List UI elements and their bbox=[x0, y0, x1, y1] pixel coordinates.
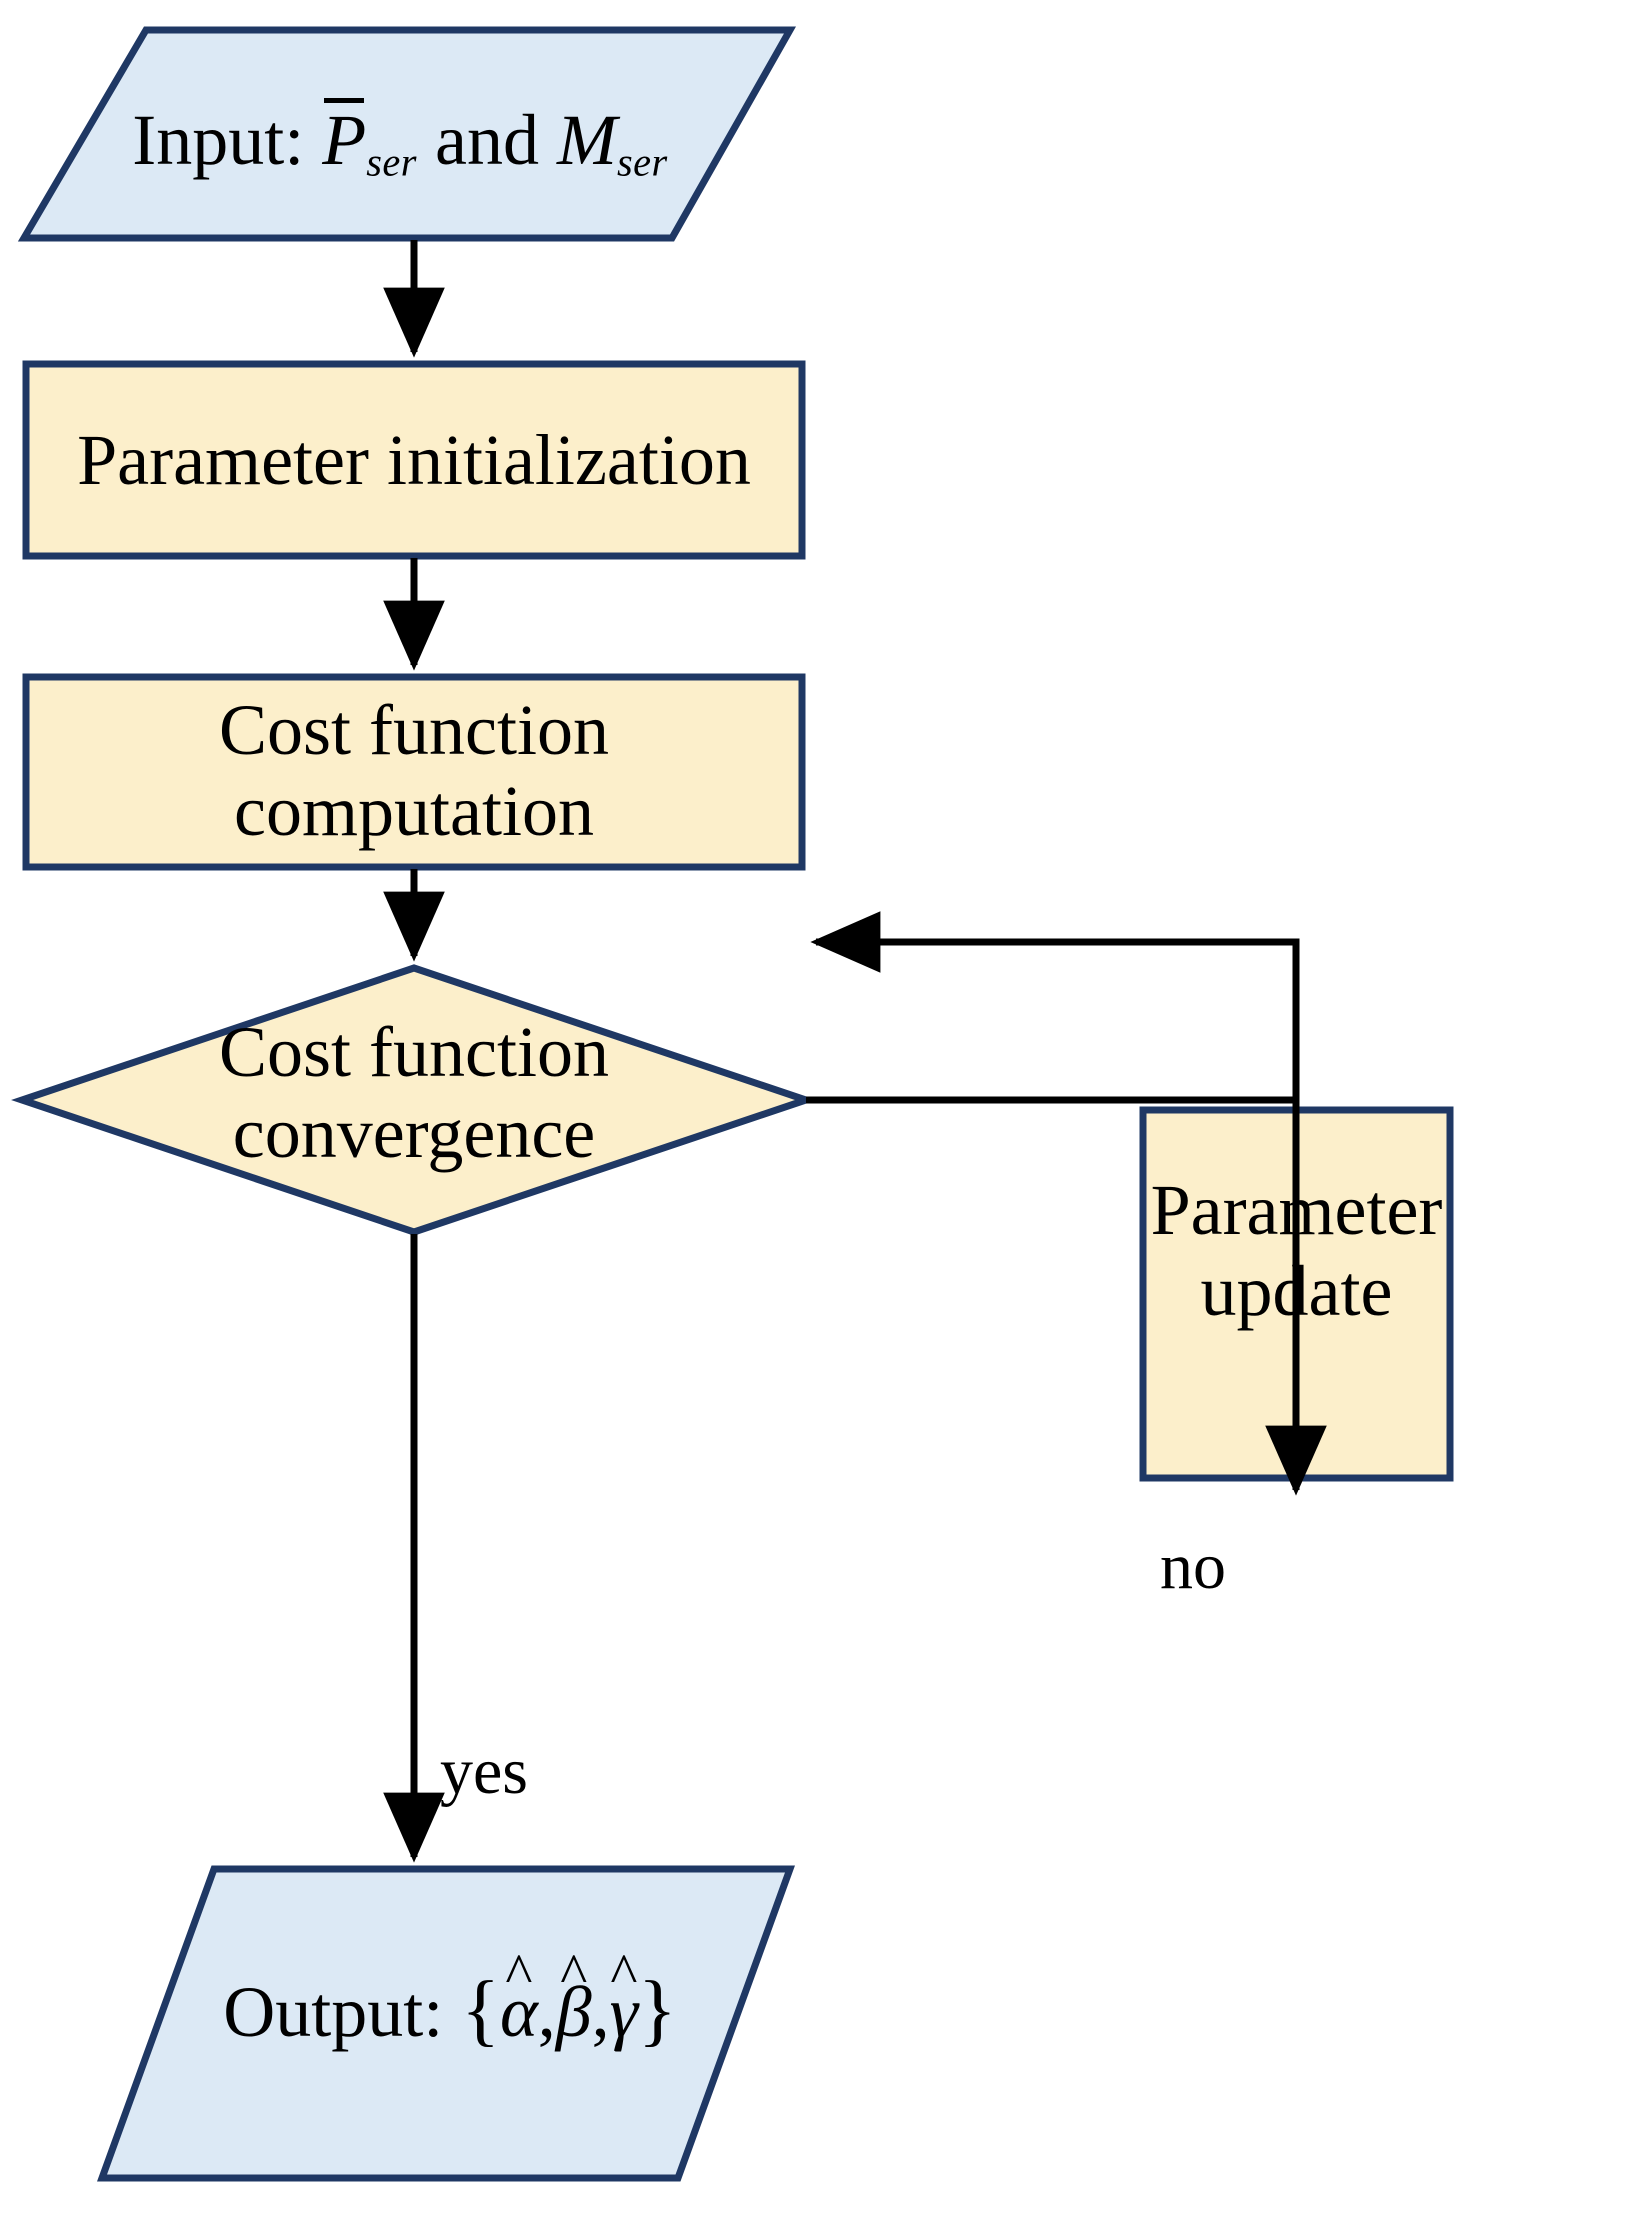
node-input-shape[interactable] bbox=[17, 26, 797, 242]
input-symbol-m: M bbox=[556, 100, 617, 180]
node-output-label: Output: {^α,^β,^γ} bbox=[100, 1942, 800, 2055]
output-symbol-beta: ^β bbox=[555, 1942, 592, 2052]
node-input-label: Input: Pser and Mser bbox=[0, 97, 800, 185]
init-line-1: Parameter initialization bbox=[77, 420, 751, 500]
hat-accent-alpha: ^ bbox=[505, 1942, 533, 2006]
node-output-shape[interactable] bbox=[97, 1865, 795, 2182]
input-symbol-p-bar: P bbox=[322, 97, 366, 181]
set-close-brace: } bbox=[638, 1965, 677, 2054]
edge-label-no: no bbox=[1160, 1530, 1226, 1603]
overbar-accent bbox=[323, 97, 364, 104]
node-cost-label: Cost function computation bbox=[26, 690, 802, 851]
update-line-2: update bbox=[1200, 1250, 1393, 1331]
set-open-brace: { bbox=[461, 1965, 500, 2054]
node-init-shape[interactable] bbox=[22, 360, 806, 560]
node-cost-shape[interactable] bbox=[22, 673, 806, 871]
node-update-label: Parameter update bbox=[1133, 1170, 1460, 1331]
node-converge-label: Cost function convergence bbox=[22, 1012, 806, 1173]
edge-update-to-cost bbox=[810, 911, 1300, 1108]
hat-accent-beta: ^ bbox=[560, 1942, 588, 2006]
output-symbol-alpha: ^α bbox=[499, 1942, 538, 2052]
cost-line-1: Cost function bbox=[219, 690, 609, 770]
input-prefix: Input: bbox=[132, 100, 305, 180]
update-line-1: Parameter bbox=[1150, 1170, 1443, 1250]
input-conjunction: and bbox=[435, 100, 539, 180]
converge-line-1: Cost function bbox=[219, 1012, 609, 1092]
sep-2: , bbox=[591, 1972, 610, 2052]
hat-accent-gamma: ^ bbox=[610, 1942, 638, 2006]
output-prefix: Output: bbox=[223, 1972, 444, 2052]
converge-line-2: convergence bbox=[232, 1092, 596, 1173]
node-converge-shape[interactable] bbox=[11, 964, 817, 1236]
output-symbol-gamma: ^γ bbox=[609, 1942, 639, 2052]
sep-1: , bbox=[537, 1972, 556, 2052]
cost-line-2: computation bbox=[234, 770, 594, 851]
input-symbol-m-sub: ser bbox=[616, 139, 668, 185]
node-init-label: Parameter initialization bbox=[26, 420, 802, 501]
input-symbol-p-sub: ser bbox=[366, 139, 417, 185]
edge-label-yes: yes bbox=[440, 1735, 528, 1808]
